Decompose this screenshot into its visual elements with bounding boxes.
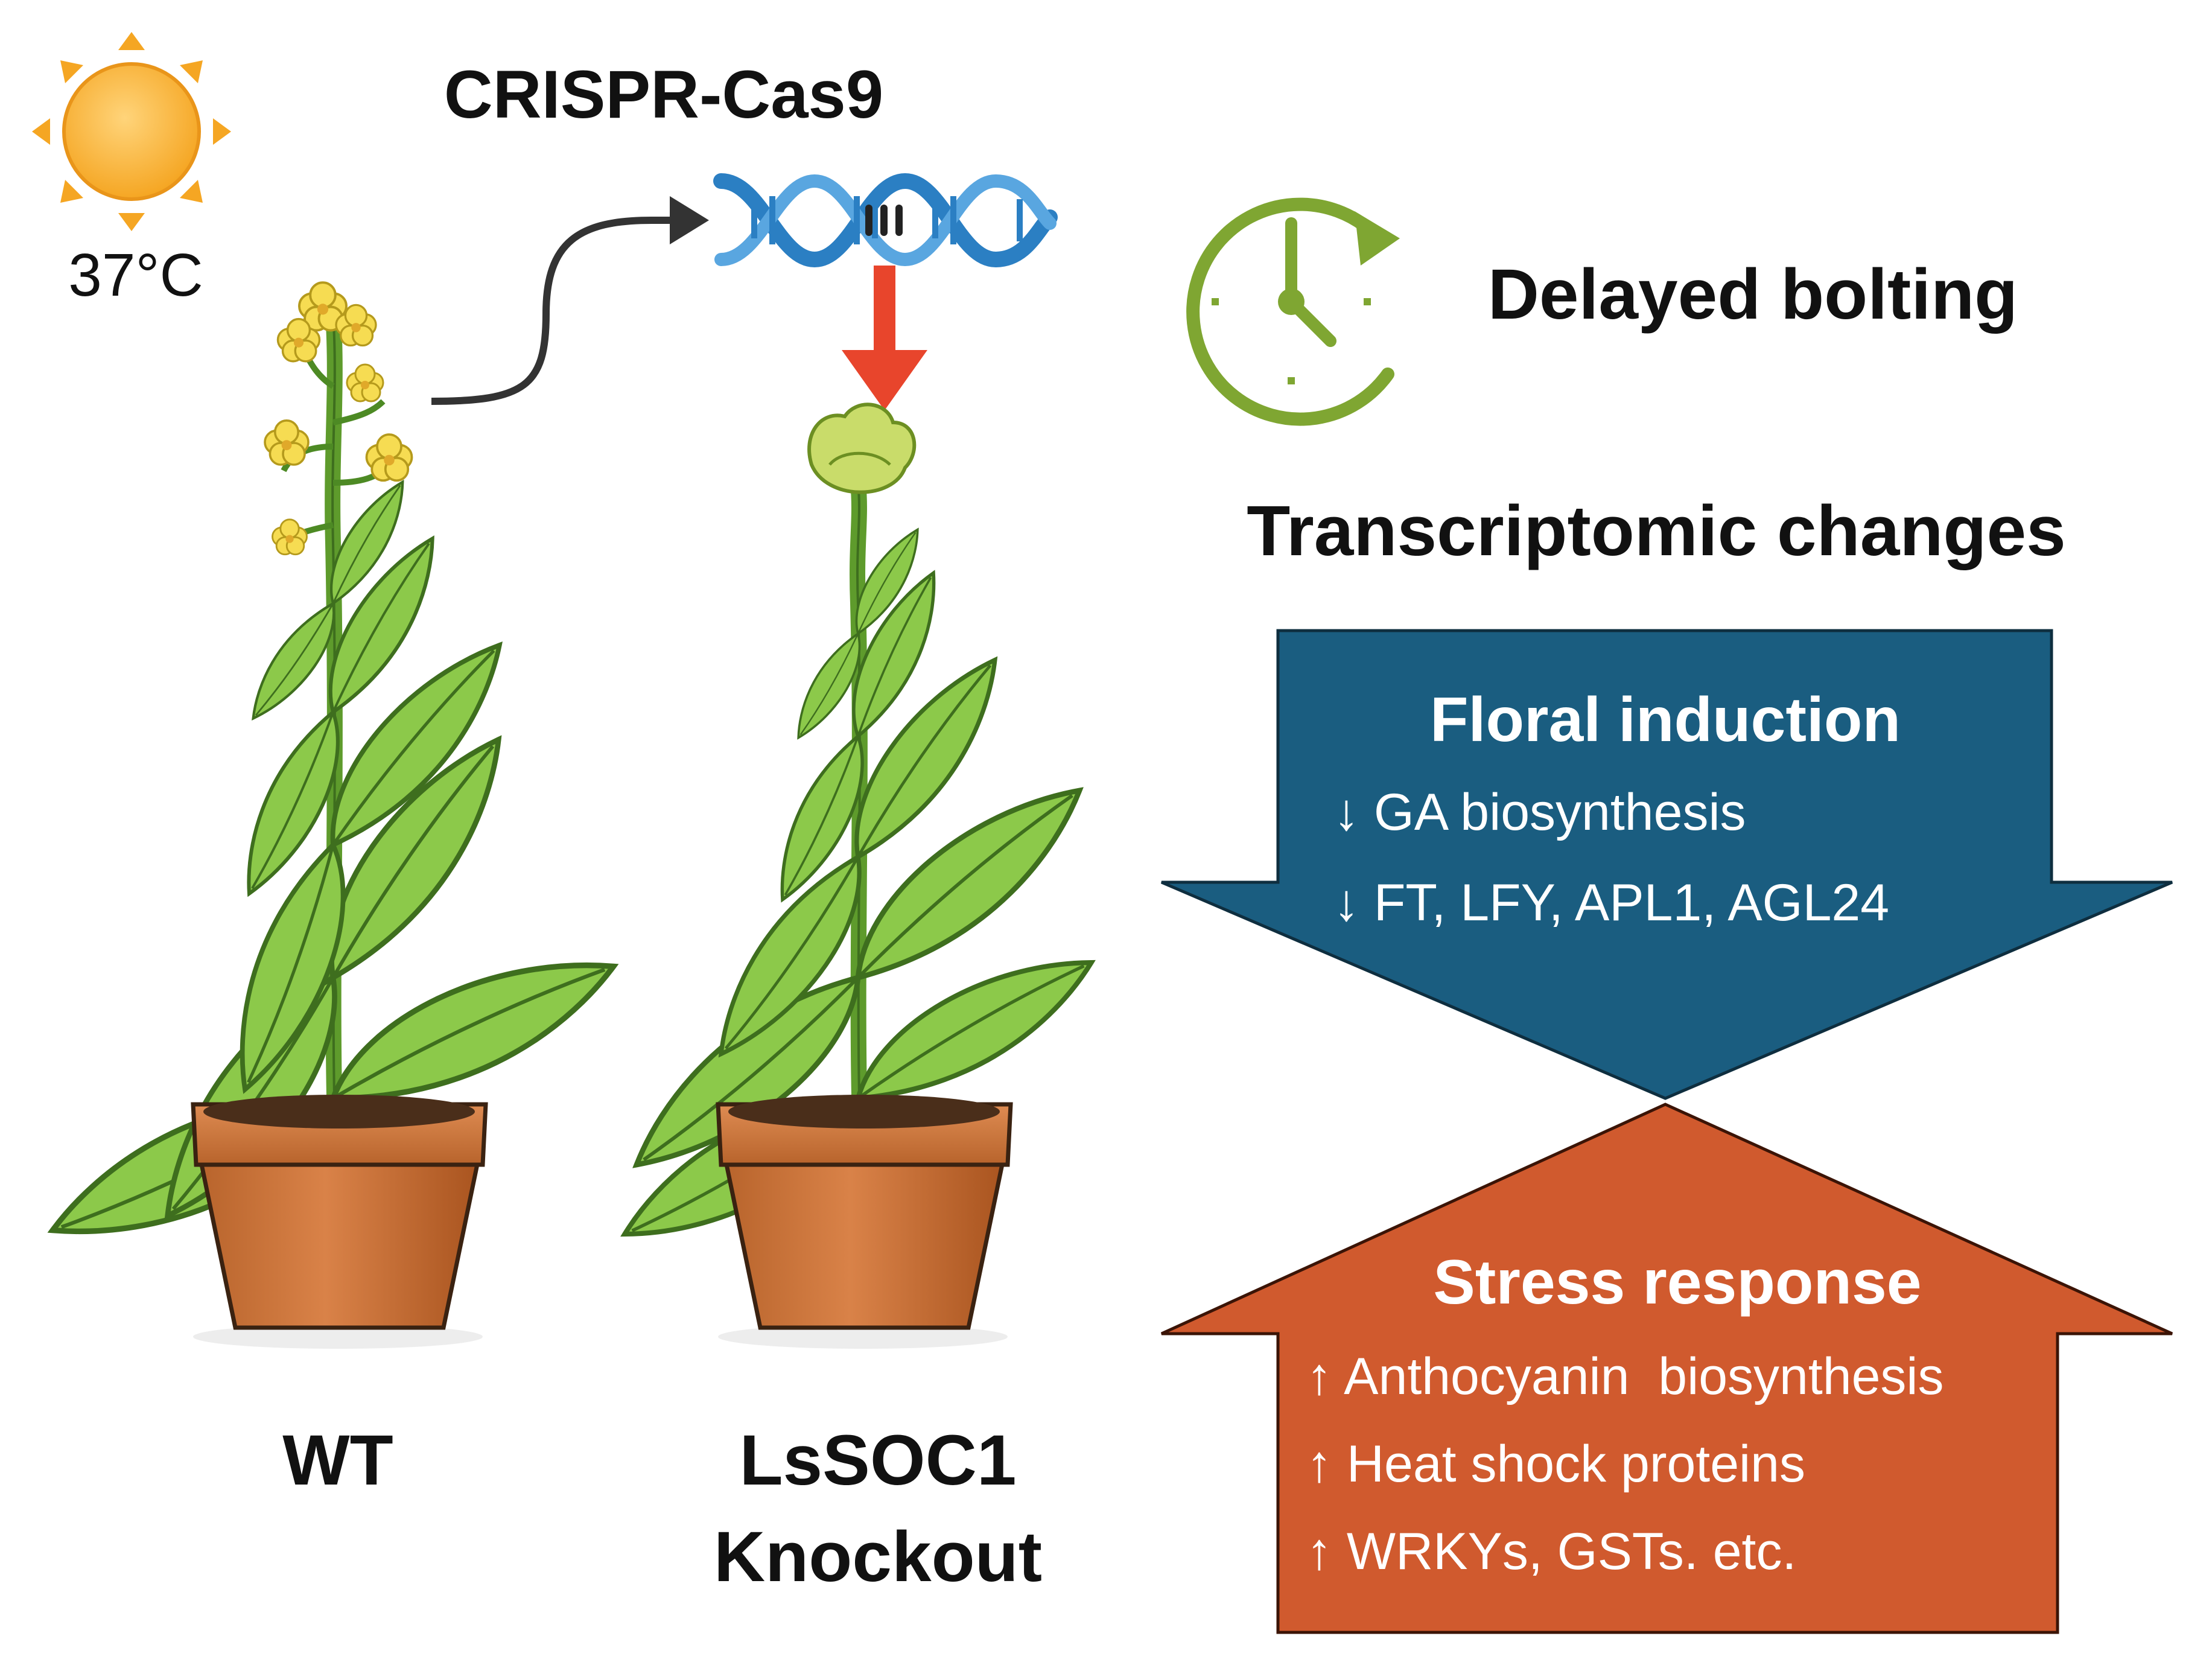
edit-arrow [431, 217, 676, 405]
floral-item-ga: ↓ GA biosynthesis [1333, 783, 1746, 841]
wt-label: WT [282, 1421, 393, 1500]
knockout-plant [606, 403, 1111, 1349]
wt-plant [35, 281, 631, 1349]
knockout-label-line1: LsSOC1 [739, 1421, 1016, 1500]
floral-induction-arrow [1161, 629, 2173, 1100]
stress-item-wrky: ↑ WRKYs, GSTs. etc. [1306, 1523, 1796, 1580]
stress-response-arrow [1160, 1103, 2173, 1634]
cut-arrow [842, 266, 927, 410]
sun-icon [32, 32, 231, 231]
edit-arrowhead [670, 196, 709, 244]
stress-item-hsp: ↑ Heat shock proteins [1306, 1435, 1805, 1493]
floral-item-genes: ↓ FT, LFY, APL1, AGL24 [1333, 874, 1889, 932]
clock-icon [1186, 197, 1400, 426]
phenotype-label: Delayed bolting [1488, 255, 2018, 334]
temperature-label: 37°C [68, 241, 203, 309]
floral-induction-title: Floral induction [1430, 685, 1901, 755]
knockout-label-line2: Knockout [714, 1517, 1042, 1597]
transcriptome-title: Transcriptomic changes [1247, 491, 2065, 571]
stress-item-anthocyanin: ↑ Anthocyanin biosynthesis [1306, 1348, 1944, 1405]
dna-helix-icon [713, 173, 1058, 268]
crispr-title: CRISPR-Cas9 [444, 57, 883, 132]
stress-response-title: Stress response [1433, 1247, 1921, 1317]
